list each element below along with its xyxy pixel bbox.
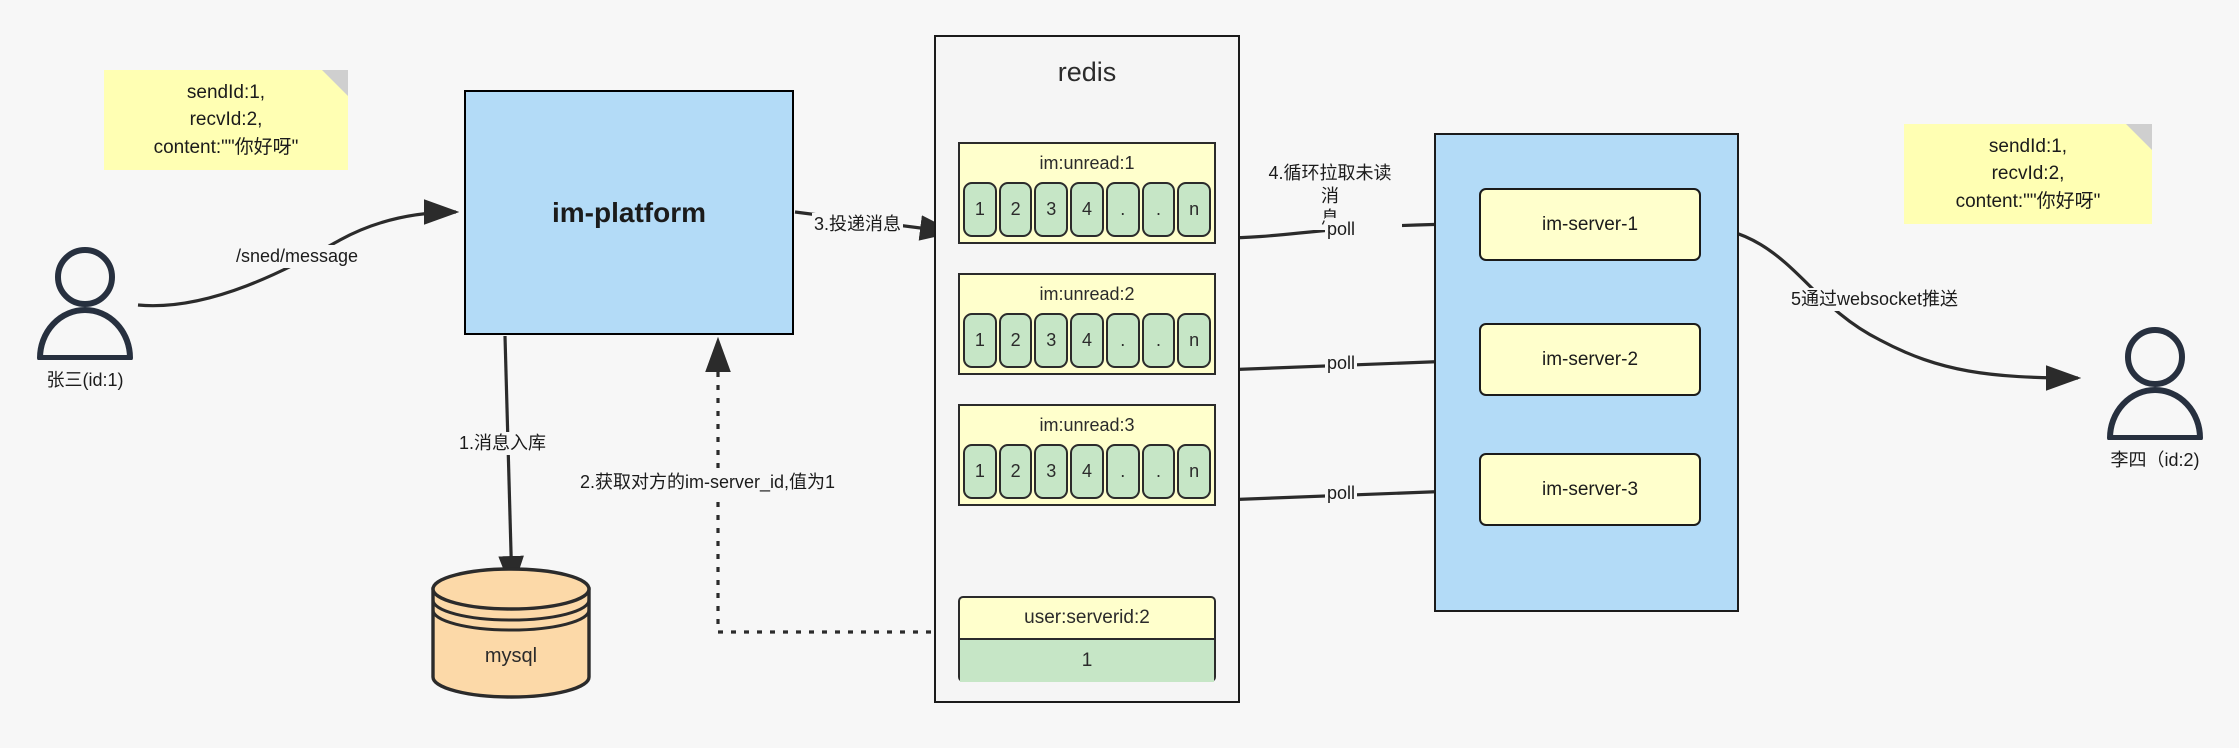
note-text: sendId:1, recvId:2, content:""你好呀": [153, 81, 299, 158]
redis-cell-row: 1 2 3 4 . . n: [960, 313, 1214, 371]
redis-key-block-1[interactable]: im:unread:1 1 2 3 4 . . n: [958, 142, 1216, 244]
im-server-2-box[interactable]: im-server-2: [1479, 323, 1701, 396]
redis-kv-name: user:serverid:2: [1024, 607, 1150, 628]
im-platform-label: im-platform: [552, 196, 706, 228]
edge-label-poll-3: poll: [1325, 482, 1358, 505]
redis-key-name: im:unread:1: [1039, 152, 1135, 173]
redis-cell[interactable]: 1: [963, 444, 997, 499]
edge-label-deliver-message: 3.投递消息: [812, 213, 904, 236]
cylinder-icon: mysql: [431, 567, 591, 699]
redis-cell[interactable]: 1: [963, 313, 997, 368]
redis-cell[interactable]: 1: [963, 182, 997, 237]
note-fold-corner: [322, 70, 348, 96]
mysql-database[interactable]: mysql: [428, 566, 594, 700]
actor-receiver-label: 李四（id:2): [2110, 450, 2200, 470]
redis-cell[interactable]: .: [1141, 444, 1176, 499]
redis-cell[interactable]: .: [1105, 313, 1140, 368]
redis-cell[interactable]: 2: [998, 444, 1033, 499]
redis-cell-row: 1 2 3 4 . . n: [960, 444, 1214, 502]
user-icon: [2107, 327, 2203, 441]
im-server-1-box[interactable]: im-server-1: [1479, 188, 1701, 261]
redis-cell[interactable]: n: [1177, 313, 1212, 368]
actor-sender: 张三(id:1): [30, 245, 140, 390]
redis-cell[interactable]: 3: [1034, 182, 1069, 237]
redis-cell[interactable]: 2: [998, 182, 1033, 237]
redis-cell[interactable]: 4: [1070, 444, 1104, 499]
redis-cell[interactable]: n: [1177, 444, 1212, 499]
redis-cell[interactable]: 3: [1034, 313, 1069, 368]
im-server-1-label: im-server-1: [1541, 213, 1639, 235]
im-server-3-label: im-server-3: [1541, 478, 1639, 500]
redis-cell[interactable]: 3: [1034, 444, 1069, 499]
note-fold-corner: [2126, 124, 2152, 150]
redis-cell[interactable]: .: [1141, 182, 1176, 237]
edge-platform-to-mysql: [498, 335, 524, 592]
edge-label-poll-2: poll: [1325, 352, 1358, 375]
edge-label-store-message: 1.消息入库: [457, 432, 549, 455]
redis-cell[interactable]: 2: [998, 313, 1033, 368]
actor-sender-label: 张三(id:1): [46, 370, 124, 390]
im-server-2-label: im-server-2: [1541, 348, 1639, 370]
message-note-left: sendId:1, recvId:2, content:""你好呀": [104, 70, 348, 170]
redis-container: redis im:unread:1 1 2 3 4 . . n im:unrea…: [934, 35, 1240, 703]
redis-key-block-2[interactable]: im:unread:2 1 2 3 4 . . n: [958, 273, 1216, 375]
redis-cell-row: 1 2 3 4 . . n: [960, 182, 1214, 240]
redis-key-name: im:unread:2: [1039, 283, 1135, 304]
redis-cell[interactable]: .: [1105, 182, 1140, 237]
redis-cell[interactable]: .: [1141, 313, 1176, 368]
redis-key-name: im:unread:3: [1039, 414, 1135, 435]
note-text: sendId:1, recvId:2, content:""你好呀": [1955, 135, 2101, 212]
edge-label-poll-1: poll: [1325, 218, 1358, 241]
im-platform-box[interactable]: im-platform: [464, 90, 794, 335]
redis-cell[interactable]: .: [1105, 444, 1140, 499]
redis-kv-value: 1: [960, 638, 1214, 682]
redis-title: redis: [1057, 57, 1117, 87]
edge-label-poll-unread: 4.循环拉取未读消 息: [1258, 162, 1402, 230]
im-server-3-box[interactable]: im-server-3: [1479, 453, 1701, 526]
message-note-right: sendId:1, recvId:2, content:""你好呀": [1904, 124, 2152, 224]
redis-key-block-3[interactable]: im:unread:3 1 2 3 4 . . n: [958, 404, 1216, 506]
redis-cell[interactable]: n: [1177, 182, 1212, 237]
redis-cell[interactable]: 4: [1070, 313, 1104, 368]
edge-label-websocket-push: 5通过websocket推送: [1789, 288, 1961, 311]
user-icon: [37, 247, 133, 361]
redis-kv-block[interactable]: user:serverid:2 1: [958, 596, 1216, 682]
mysql-label: mysql: [485, 645, 537, 667]
actor-receiver: 李四（id:2): [2100, 325, 2210, 470]
edge-label-get-server-id: 2.获取对方的im-server_id,值为1: [578, 471, 838, 494]
redis-cell[interactable]: 4: [1070, 182, 1104, 237]
edge-label-send-message: /sned/message: [234, 245, 361, 268]
